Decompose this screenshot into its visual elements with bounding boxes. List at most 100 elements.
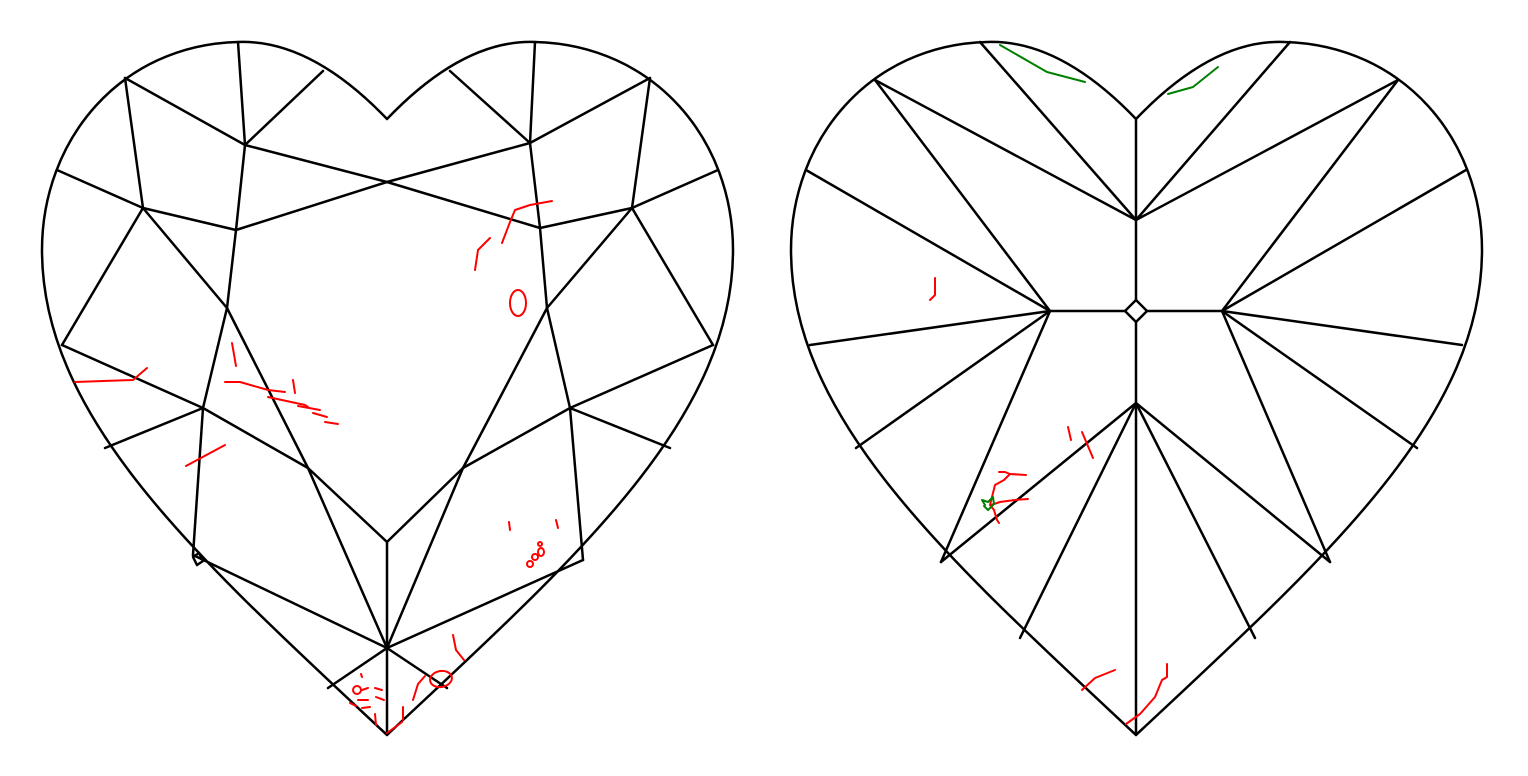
inclusion-mark — [531, 553, 539, 561]
facet-line — [538, 226, 549, 310]
facet-line — [538, 206, 634, 230]
pavilion-external-marks — [981, 44, 1219, 511]
facet-line — [545, 306, 572, 410]
inclusion-mark — [1067, 426, 1072, 441]
facet-line — [854, 309, 1052, 450]
facet-line — [630, 76, 652, 210]
facet-line — [1220, 78, 1400, 313]
facet-line — [528, 40, 537, 145]
facet-line — [201, 306, 229, 410]
facet-line — [141, 206, 229, 310]
facet-line — [545, 206, 634, 310]
inclusion-mark — [555, 519, 559, 529]
inclusion-mark — [292, 379, 296, 394]
facet-line — [236, 40, 247, 147]
crown-facet-lines — [55, 40, 720, 737]
facet-line — [939, 309, 1052, 564]
inclusion-mark — [526, 560, 534, 568]
inclusion-mark — [1081, 669, 1116, 691]
inclusion-mark — [386, 721, 403, 734]
facet-line — [123, 76, 145, 210]
inclusion-mark — [452, 634, 465, 661]
facet-line — [234, 143, 247, 232]
facet-line — [528, 141, 542, 230]
facet-line — [191, 406, 205, 557]
inclusion-mark — [998, 471, 1027, 476]
facet-line — [1220, 309, 1332, 564]
facet-line — [804, 168, 1052, 313]
inclusion-mark — [501, 200, 553, 244]
external-mark — [981, 496, 995, 511]
facet-line — [60, 206, 145, 347]
facet-line — [141, 206, 238, 232]
facet-line — [461, 306, 549, 470]
inclusion-mark — [474, 237, 491, 271]
external-mark — [999, 44, 1086, 83]
external-mark — [1167, 66, 1219, 95]
facet-line — [225, 228, 238, 310]
pavilion-facet-lines — [804, 40, 1468, 737]
inclusion-mark — [361, 706, 371, 709]
crown-view-heart — [40, 40, 735, 737]
inclusion-mark — [361, 687, 369, 691]
facet-line — [1220, 309, 1419, 450]
facet-line — [385, 141, 532, 184]
facet-line — [385, 180, 542, 230]
facet-line — [978, 40, 1138, 222]
inclusion-mark — [360, 673, 363, 678]
inclusion-mark — [231, 342, 237, 367]
facet-line — [385, 466, 465, 650]
culet-marker — [1123, 298, 1149, 324]
facet-line — [873, 78, 1138, 222]
facet-line — [630, 168, 720, 210]
inclusion-mark — [429, 669, 453, 689]
facet-line — [568, 406, 672, 450]
small-diamond-marker — [191, 551, 205, 567]
facet-line — [630, 206, 715, 347]
inclusion-mark — [929, 277, 936, 301]
inclusion-mark — [297, 405, 321, 411]
inclusion-mark — [349, 702, 357, 707]
pavilion-inclusions — [929, 277, 1168, 725]
facet-line — [243, 69, 325, 147]
facet-line — [243, 143, 389, 184]
facet-line — [939, 401, 1138, 564]
inclusion-mark — [508, 521, 511, 531]
facet-line — [1134, 40, 1292, 222]
facet-line — [528, 76, 652, 145]
inclusion-mark — [324, 421, 339, 425]
facet-line — [1134, 401, 1257, 640]
inclusion-mark — [537, 547, 545, 557]
inclusion-mark — [185, 444, 226, 467]
pavilion-view-heart — [789, 40, 1484, 737]
facet-line — [385, 646, 449, 690]
facet-line — [201, 406, 310, 470]
facet-line — [60, 343, 205, 410]
facet-line — [385, 466, 465, 544]
facet-line — [448, 69, 532, 145]
inclusion-mark — [74, 367, 148, 383]
facet-line — [225, 306, 310, 470]
inclusion-mark — [1125, 663, 1168, 725]
inclusion-mark — [312, 412, 328, 418]
facet-line — [306, 466, 389, 650]
facet-line — [191, 553, 389, 650]
crown-inclusions — [74, 200, 559, 734]
facet-line — [385, 558, 585, 650]
facet-line — [873, 78, 1052, 313]
inclusion-mark — [990, 498, 1029, 506]
facet-line — [568, 343, 715, 410]
inclusion-mark — [374, 687, 383, 691]
facet-line — [1134, 78, 1400, 222]
inclusion-mark — [1081, 431, 1094, 459]
inclusion-mark — [412, 675, 426, 701]
facet-line — [568, 406, 585, 562]
facet-line — [1018, 401, 1138, 640]
facet-line — [461, 406, 572, 470]
facet-line — [326, 646, 389, 690]
inclusion-mark — [509, 289, 527, 317]
inclusion-mark — [267, 396, 309, 408]
facet-line — [306, 466, 389, 544]
facet-line — [103, 406, 205, 450]
